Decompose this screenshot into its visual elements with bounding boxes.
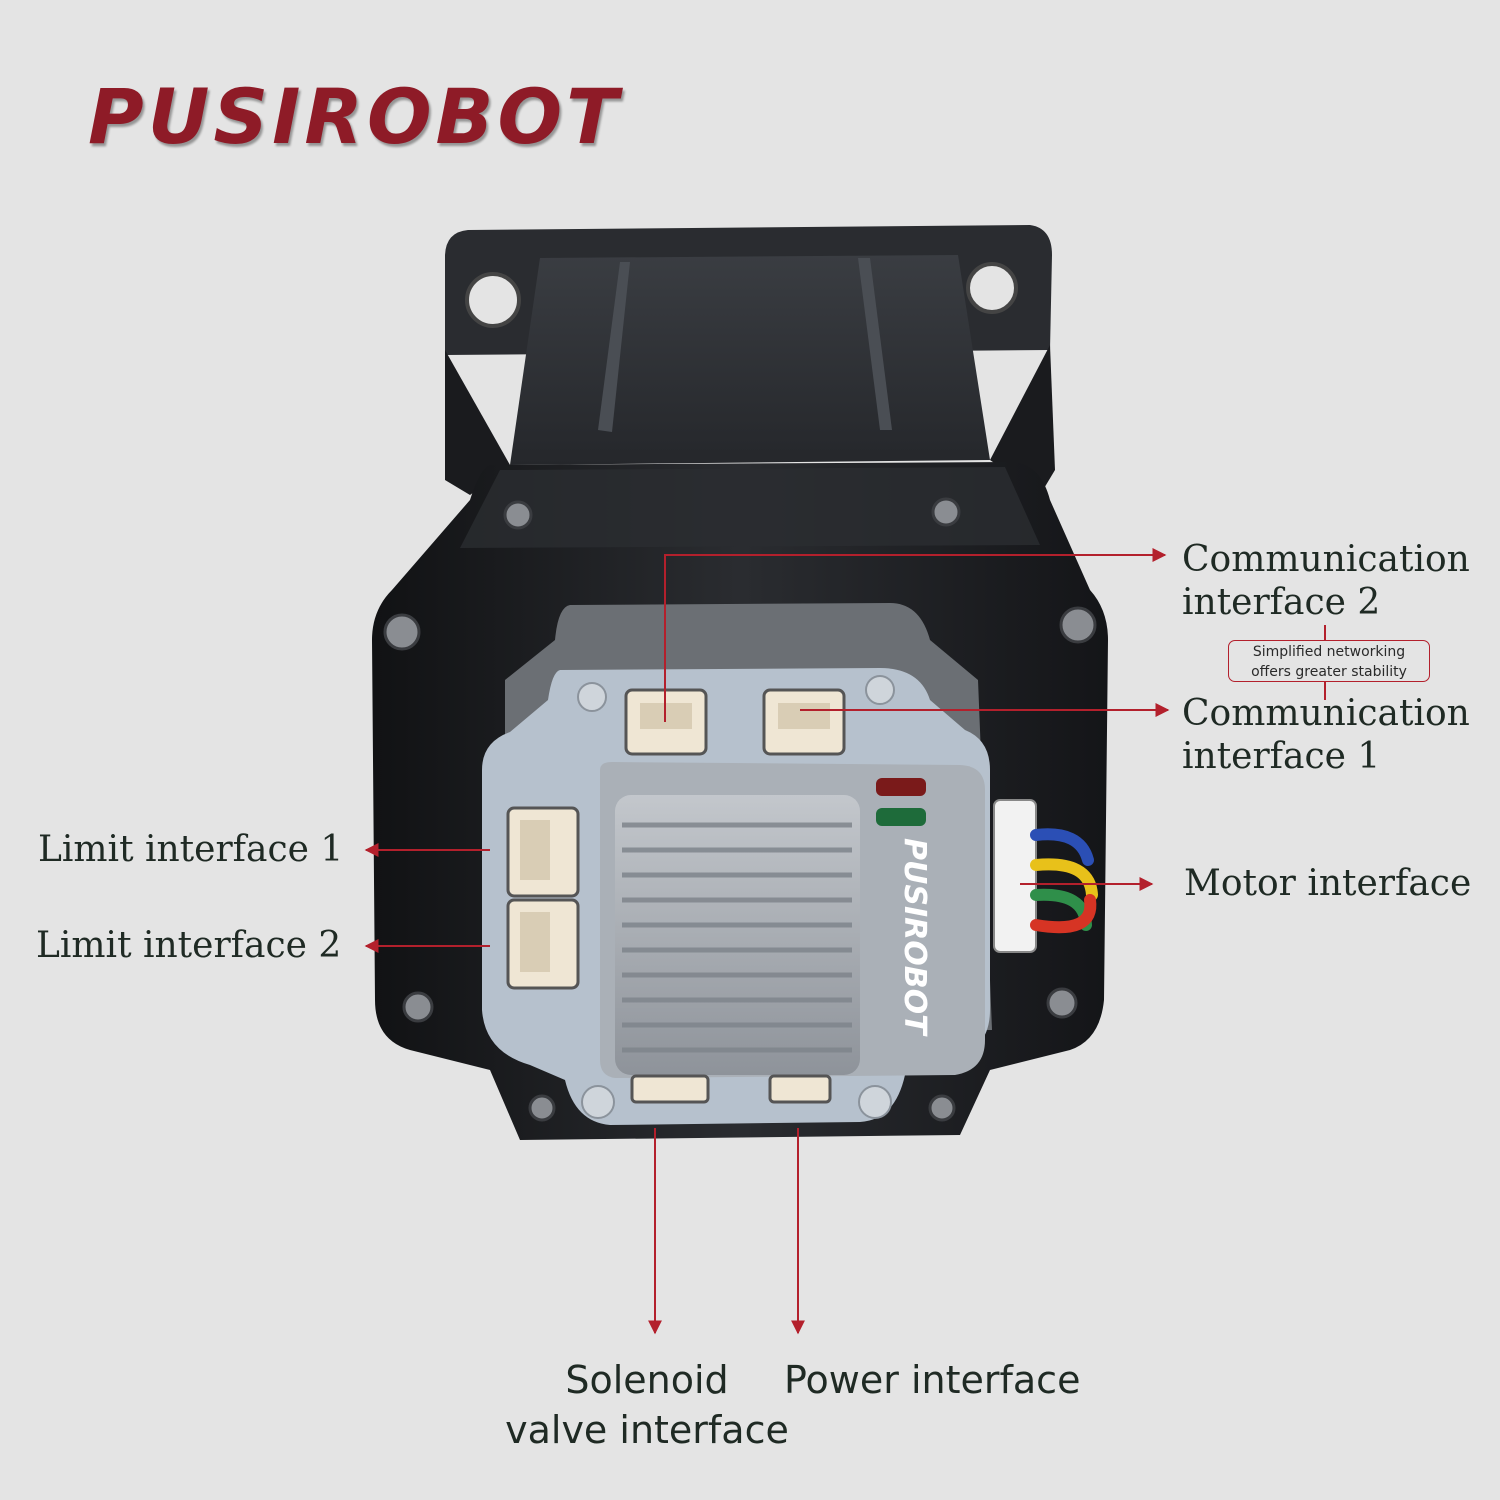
note-line1: Simplified networking <box>1252 644 1406 660</box>
housing-left-shell <box>445 350 510 495</box>
label-limit-interface-1: Limit interface 1 <box>38 829 344 870</box>
status-led-red <box>876 778 926 796</box>
label-comm2-line1: Communication <box>1182 539 1470 580</box>
label-motor-interface: Motor interface <box>1184 863 1472 904</box>
brand-logo: PUSIROBOT <box>88 72 622 161</box>
label-limit-interface-2: Limit interface 2 <box>36 925 342 966</box>
label-communication-interface-1: Communication interface 1 <box>1182 692 1470 778</box>
networking-note: Simplified networking offers greater sta… <box>1228 640 1430 682</box>
label-comm1-line2: interface 1 <box>1182 736 1381 777</box>
solenoid-valve-port <box>630 1074 710 1104</box>
housing-right-shell <box>990 345 1055 495</box>
label-comm1-line1: Communication <box>1182 693 1470 734</box>
heatsink <box>600 762 985 1078</box>
communication-port-1 <box>762 688 846 756</box>
callout-lines <box>364 548 1326 1335</box>
limit-port-1 <box>506 806 580 898</box>
motor-connector <box>993 799 1098 953</box>
motor-housing-top <box>510 255 990 465</box>
label-solenoid-line2: valve interface <box>505 1408 789 1452</box>
note-line2: offers greater stability <box>1251 664 1407 680</box>
module-logo: PUSIROBOT <box>897 838 932 1037</box>
status-led-green <box>876 808 926 826</box>
label-power-interface: Power interface <box>784 1358 1081 1402</box>
power-port <box>768 1074 832 1104</box>
label-comm2-line2: interface 2 <box>1182 582 1381 623</box>
limit-port-2 <box>506 898 580 990</box>
label-communication-interface-2: Communication interface 2 <box>1182 538 1470 624</box>
label-solenoid-line1: Solenoid <box>565 1358 729 1402</box>
screw-heads <box>383 497 1097 1122</box>
label-solenoid-valve-interface: Solenoid valve interface <box>502 1355 792 1455</box>
